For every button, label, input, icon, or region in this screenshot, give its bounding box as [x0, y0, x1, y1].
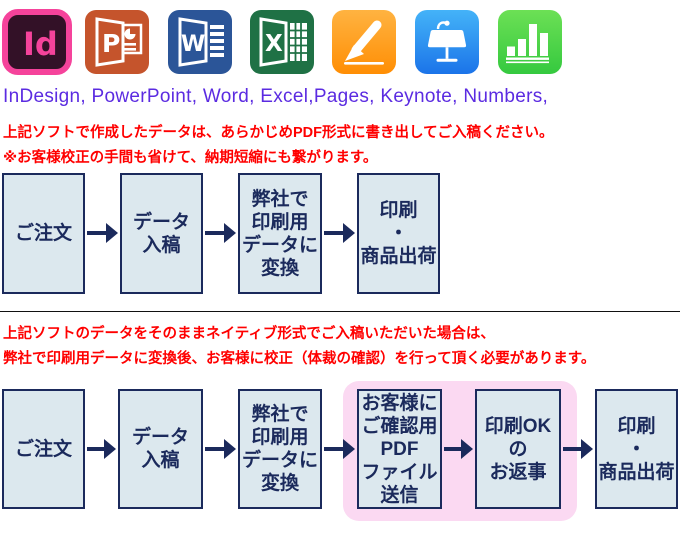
step-label: お客様に ご確認用 PDF ファイル 送信 [361, 392, 438, 506]
svg-text:X: X [265, 31, 283, 57]
flow-arrow [324, 439, 355, 459]
flow-pdf-step-convert: 弊社で 印刷用 データに 変換 [238, 173, 322, 294]
native-note: 上記ソフトのデータをそのままネイティブ形式でご入稿いただいた場合は、 弊社で印刷… [3, 322, 595, 372]
section-divider [0, 311, 680, 312]
flow-pdf-step-submit-data: データ 入稿 [120, 173, 203, 294]
flow-native-step-submit-data: データ 入稿 [118, 389, 203, 509]
flow-arrow [563, 439, 593, 459]
step-label: 印刷 ・ 商品出荷 [598, 415, 675, 483]
flow-pdf-step-print-ship: 印刷 ・ 商品出荷 [357, 173, 440, 294]
svg-text:Id: Id [23, 25, 58, 63]
step-label: 弊社で 印刷用 データに 変換 [241, 404, 318, 494]
svg-text:W: W [181, 32, 205, 57]
step-label: データ 入稿 [131, 427, 189, 471]
step-label: 印刷OK の お返事 [484, 415, 552, 483]
step-label: 印刷 ・ 商品出荷 [360, 200, 437, 267]
flow-pdf-step-order: ご注文 [2, 173, 85, 294]
flow-native-step-send-proof-pdf: お客様に ご確認用 PDF ファイル 送信 [357, 389, 442, 509]
step-label: ご注文 [14, 438, 72, 460]
powerpoint-icon: P [85, 10, 149, 79]
flow-arrow [87, 439, 116, 459]
step-label: ご注文 [14, 223, 72, 244]
keynote-icon [415, 10, 479, 79]
pdf-note-line1: 上記ソフトで作成したデータは、あらかじめPDF形式に書き出してご入稿ください。 [3, 125, 554, 141]
flow-arrow [205, 439, 236, 459]
pages-icon [332, 10, 396, 79]
indesign-icon: Id [2, 9, 72, 80]
flow-native-step-print-ship: 印刷 ・ 商品出荷 [595, 389, 678, 509]
flow-arrow [444, 439, 473, 459]
flow-arrow [87, 223, 118, 243]
flow-native-step-convert: 弊社で 印刷用 データに 変換 [238, 389, 322, 509]
native-note-line2: 弊社で印刷用データに変換後、お客様に校正（体裁の確認）を行って頂く必要があります… [3, 351, 596, 367]
svg-text:P: P [102, 29, 120, 58]
pdf-note: 上記ソフトで作成したデータは、あらかじめPDF形式に書き出してご入稿ください。 … [3, 121, 554, 171]
flow-native-step-order: ご注文 [2, 389, 85, 509]
excel-icon: X [250, 10, 314, 79]
step-label: 弊社で 印刷用 データに 変換 [241, 188, 318, 279]
word-icon: W [168, 10, 232, 79]
flow-native-step-print-ok-reply: 印刷OK の お返事 [475, 389, 561, 509]
apps-caption: InDesign, PowerPoint, Word, Excel,Pages,… [3, 86, 549, 107]
step-label: データ 入稿 [132, 211, 190, 256]
pdf-note-line2: ※お客様校正の手間も省けて、納期短縮にも繋がります。 [3, 150, 378, 166]
native-note-line1: 上記ソフトのデータをそのままネイティブ形式でご入稿いただいた場合は、 [3, 326, 495, 342]
numbers-icon [498, 10, 562, 79]
flow-arrow [324, 223, 355, 243]
flow-arrow [205, 223, 236, 243]
